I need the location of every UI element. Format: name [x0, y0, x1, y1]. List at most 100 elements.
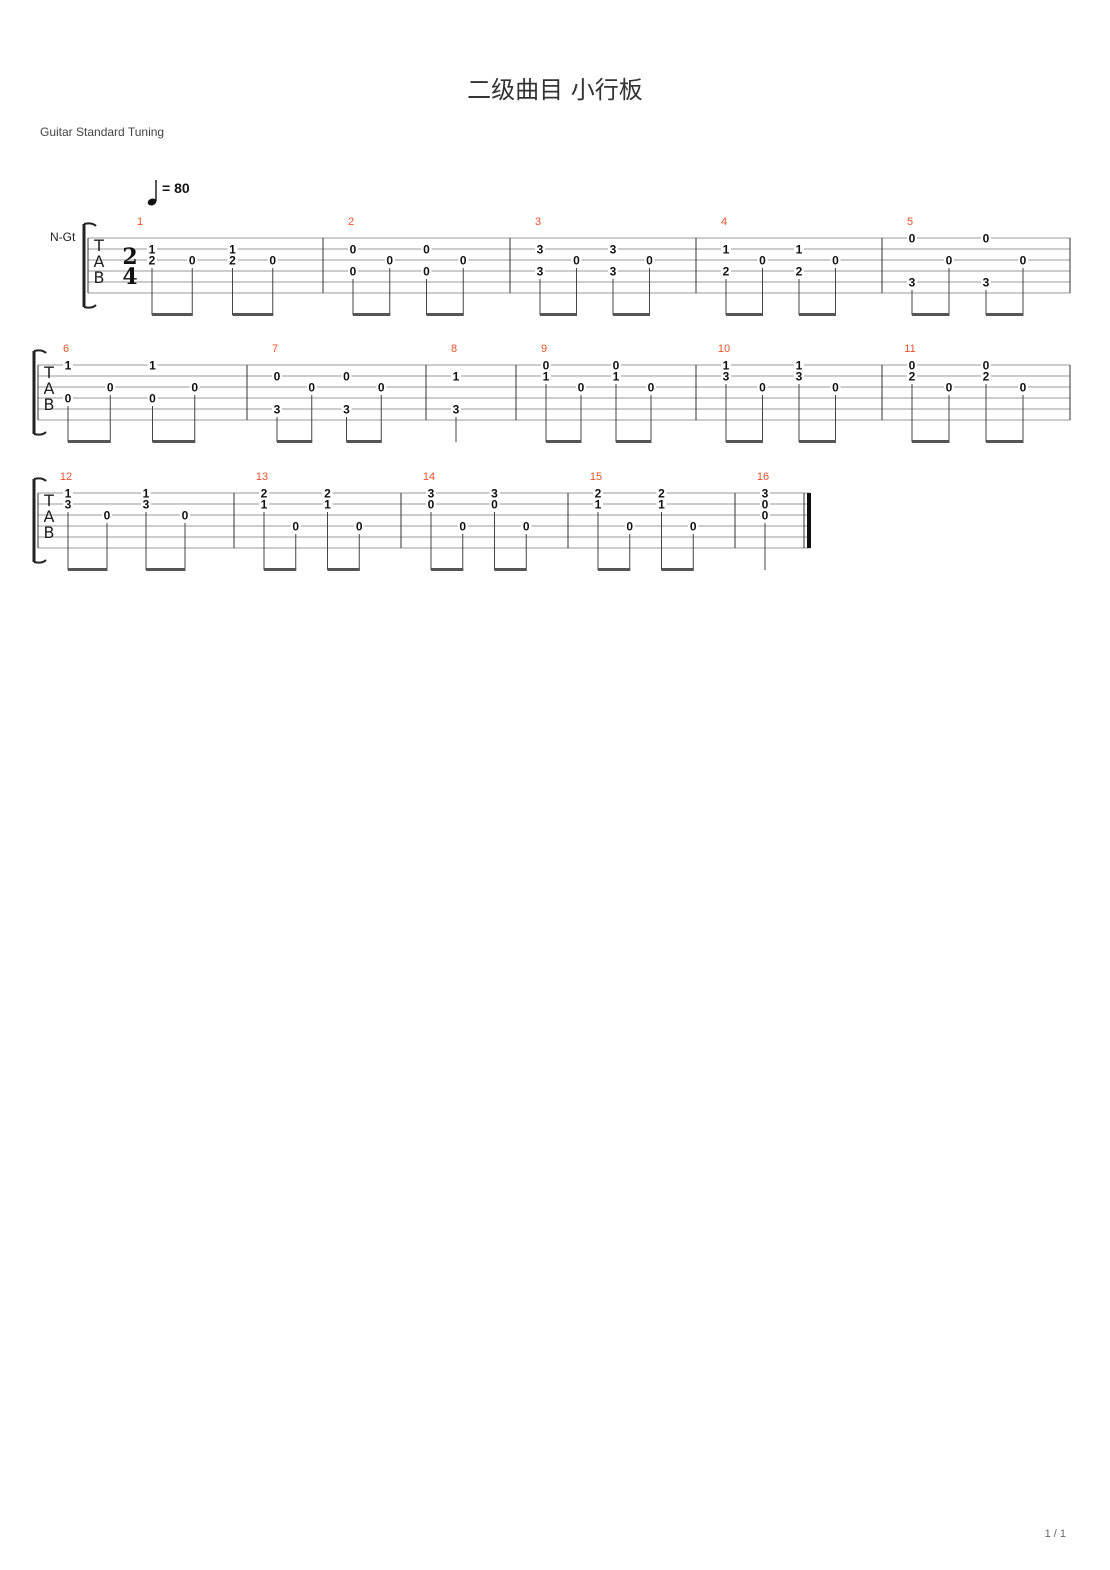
page-number: 1 / 1	[1044, 1528, 1066, 1540]
fret-mask	[147, 359, 158, 371]
fret-number: 0	[626, 520, 633, 534]
fret-number: 2	[983, 370, 990, 384]
beam	[726, 313, 763, 316]
fret-number: 3	[983, 276, 990, 290]
fret-mask	[981, 370, 991, 382]
fret-mask	[624, 520, 635, 532]
fret-mask	[272, 370, 282, 382]
fret-mask	[63, 392, 73, 404]
beam	[146, 568, 186, 571]
fret-mask	[147, 392, 158, 404]
tab-clef-letter: B	[94, 268, 105, 287]
score-title: 二级曲目 小行板	[467, 76, 643, 104]
fret-number: 3	[610, 265, 617, 279]
fret-number: 0	[690, 520, 697, 534]
fret-number: 0	[104, 509, 111, 523]
tab-clef-letter: T	[43, 491, 54, 510]
beam	[986, 440, 1024, 443]
fret-number: 2	[229, 254, 236, 268]
fret-number: 0	[1020, 381, 1027, 395]
fret-mask	[63, 498, 73, 510]
beam	[346, 440, 382, 443]
beam	[986, 313, 1024, 316]
beam	[264, 568, 297, 571]
tuning-label: Guitar Standard Tuning	[40, 125, 165, 139]
fret-mask	[608, 265, 618, 277]
fret-mask	[944, 381, 954, 393]
fret-number: 1	[453, 370, 460, 384]
fret-mask	[384, 254, 395, 266]
measure-number: 1	[137, 216, 143, 228]
fret-number: 3	[723, 370, 730, 384]
fret-mask	[290, 520, 301, 532]
fret-mask	[593, 498, 603, 510]
bracket-hook-bottom	[33, 559, 47, 564]
fret-number: 2	[149, 254, 156, 268]
measure-number: 9	[541, 343, 547, 355]
fret-number: 0	[65, 392, 72, 406]
fret-number: 3	[796, 370, 803, 384]
beam	[327, 568, 360, 571]
fret-number: 0	[832, 254, 839, 268]
fret-number: 3	[537, 265, 544, 279]
tab-clef-letter: B	[44, 523, 55, 542]
fret-mask	[576, 381, 586, 393]
fret-number: 0	[107, 381, 114, 395]
fret-number: 2	[723, 265, 730, 279]
fret-mask	[830, 254, 841, 266]
fret-number: 3	[909, 276, 916, 290]
fret-mask	[644, 254, 655, 266]
fret-number: 1	[658, 498, 665, 512]
fret-number: 3	[274, 403, 281, 417]
fret-number: 3	[491, 487, 498, 501]
fret-number: 0	[149, 392, 156, 406]
fret-number: 1	[543, 370, 550, 384]
fret-mask	[267, 254, 278, 266]
fret-number: 2	[595, 487, 602, 501]
beam	[277, 440, 313, 443]
beam	[353, 313, 391, 316]
fret-mask	[757, 381, 768, 393]
measure-number: 2	[348, 216, 354, 228]
fret-mask	[189, 381, 200, 393]
beam	[726, 440, 763, 443]
beam	[613, 313, 650, 316]
beam	[912, 313, 950, 316]
fret-mask	[272, 403, 282, 415]
measure-number: 7	[272, 343, 278, 355]
beam	[616, 440, 652, 443]
fret-mask	[348, 243, 358, 255]
fret-mask	[571, 254, 582, 266]
fret-mask	[721, 243, 731, 255]
fret-number: 0	[909, 232, 916, 246]
fret-mask	[907, 359, 917, 371]
fret-number: 1	[723, 359, 730, 373]
fret-mask	[721, 359, 731, 371]
fret-number: 1	[143, 487, 150, 501]
fret-mask	[593, 487, 603, 499]
fret-number: 3	[762, 487, 769, 501]
fret-mask	[63, 359, 73, 371]
beam	[540, 313, 577, 316]
fret-number: 0	[308, 381, 315, 395]
fret-mask	[535, 243, 545, 255]
tab-clef-letter: A	[94, 252, 105, 271]
fret-number: 0	[762, 498, 769, 512]
fret-number: 0	[386, 254, 393, 268]
fret-number: 2	[658, 487, 665, 501]
fret-mask	[227, 243, 238, 255]
fret-number: 0	[350, 265, 357, 279]
fret-mask	[794, 243, 804, 255]
fret-mask	[322, 487, 333, 499]
fret-mask	[63, 487, 73, 499]
fret-number: 3	[65, 498, 72, 512]
beam	[799, 440, 836, 443]
measure-number: 10	[718, 343, 730, 355]
fret-mask	[227, 254, 238, 266]
fret-number: 2	[324, 487, 331, 501]
beam	[661, 568, 694, 571]
beam	[426, 313, 464, 316]
fret-mask	[907, 276, 917, 288]
fret-number: 0	[759, 381, 766, 395]
bracket-hook-top	[33, 477, 47, 482]
